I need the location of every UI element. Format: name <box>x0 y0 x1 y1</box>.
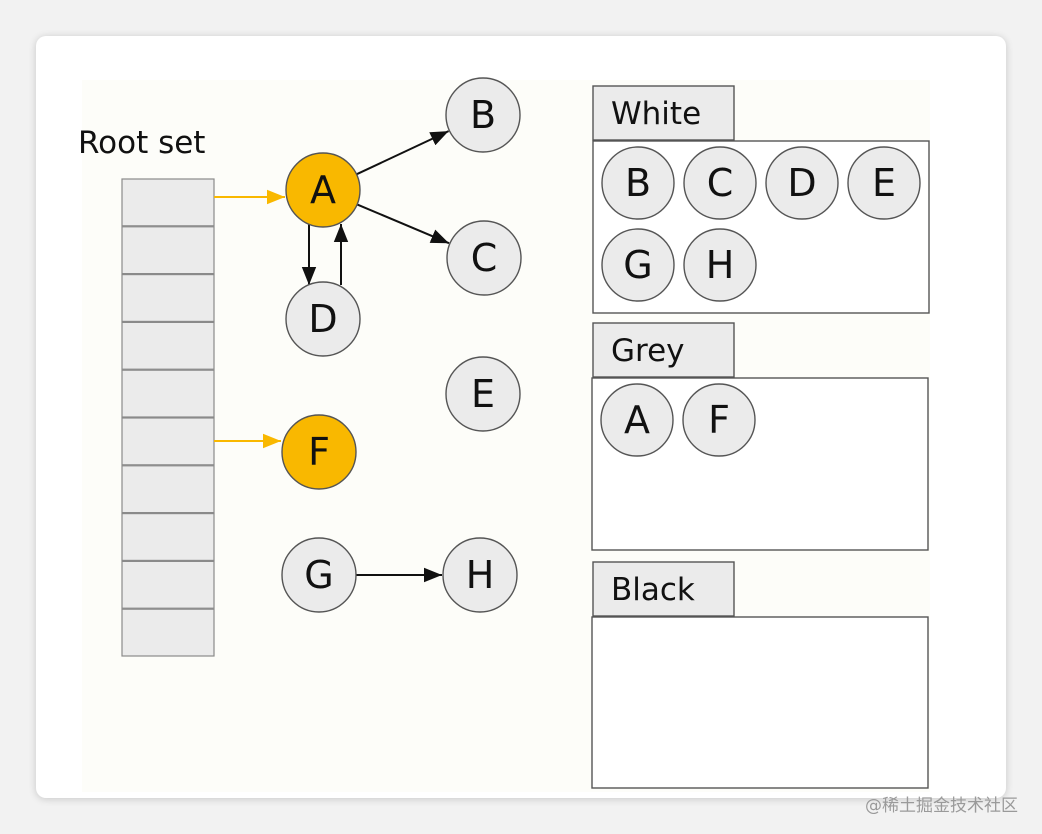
node-d: D <box>285 281 361 357</box>
white-member-h-circle <box>683 228 757 302</box>
root-slot <box>121 465 215 514</box>
edge-A-B <box>356 130 450 176</box>
black-set-tab <box>592 561 735 617</box>
white-set-label: White <box>611 96 701 132</box>
root-slot <box>121 608 215 657</box>
white-member-e-label: E <box>872 161 896 205</box>
grey-set-tab <box>592 322 735 378</box>
white-set-tab <box>592 85 735 141</box>
white-member-b: B <box>601 146 675 220</box>
white-member-c-circle <box>683 146 757 220</box>
black-set-label: Black <box>611 572 695 608</box>
node-g: G <box>281 537 357 613</box>
node-d-circle <box>285 281 361 357</box>
white-member-d-circle <box>765 146 839 220</box>
white-member-g: G <box>601 228 675 302</box>
grey-member-f-label: F <box>708 398 730 442</box>
node-e-label: E <box>471 372 495 416</box>
white-member-c-label: C <box>707 161 734 205</box>
grey-member-a-label: A <box>624 398 650 442</box>
grey-member-a: A <box>600 383 674 457</box>
node-g-label: G <box>304 553 333 597</box>
root-slot <box>121 369 215 418</box>
grey-set-label: Grey <box>611 333 685 369</box>
grey-member-f: F <box>682 383 756 457</box>
white-member-d-label: D <box>787 161 816 205</box>
white-member-b-label: B <box>625 161 651 205</box>
node-a-circle <box>285 152 361 228</box>
object-graph: A B C D E F G H <box>281 77 522 613</box>
node-c-label: C <box>471 236 498 280</box>
node-h-label: H <box>466 553 495 597</box>
root-set-label: Root set <box>78 125 205 161</box>
node-b-circle <box>445 77 521 153</box>
node-c-circle <box>446 220 522 296</box>
black-set-box <box>591 616 929 789</box>
white-member-d: D <box>765 146 839 220</box>
node-g-circle <box>281 537 357 613</box>
reference-edges <box>214 130 450 583</box>
white-member-g-label: G <box>623 243 652 287</box>
black-set: Black <box>591 561 929 789</box>
root-set-stack <box>121 178 215 657</box>
white-member-e-circle <box>847 146 921 220</box>
root-slot <box>121 226 215 275</box>
node-h-circle <box>442 537 518 613</box>
node-b: B <box>445 77 521 153</box>
node-c: C <box>446 220 522 296</box>
root-slot <box>121 417 215 466</box>
grey-member-f-circle <box>682 383 756 457</box>
white-member-h-label: H <box>706 243 735 287</box>
edge-A-C <box>356 203 450 245</box>
watermark: @稀土掘金技术社区 <box>865 796 1018 816</box>
node-d-label: D <box>308 297 337 341</box>
node-a-label: A <box>310 168 336 212</box>
node-e-circle <box>445 356 521 432</box>
grey-member-a-circle <box>600 383 674 457</box>
white-member-h: H <box>683 228 757 302</box>
root-slot <box>121 512 215 561</box>
root-slot <box>121 274 215 323</box>
root-slot <box>121 178 215 227</box>
root-slot <box>121 560 215 609</box>
white-member-c: C <box>683 146 757 220</box>
node-f: F <box>281 414 357 490</box>
node-h: H <box>442 537 518 613</box>
white-member-b-circle <box>601 146 675 220</box>
white-member-e: E <box>847 146 921 220</box>
node-f-circle <box>281 414 357 490</box>
node-e: E <box>445 356 521 432</box>
node-b-label: B <box>470 93 496 137</box>
node-a: A <box>285 152 361 228</box>
root-slot <box>121 321 215 370</box>
white-member-g-circle <box>601 228 675 302</box>
node-f-label: F <box>308 430 330 474</box>
